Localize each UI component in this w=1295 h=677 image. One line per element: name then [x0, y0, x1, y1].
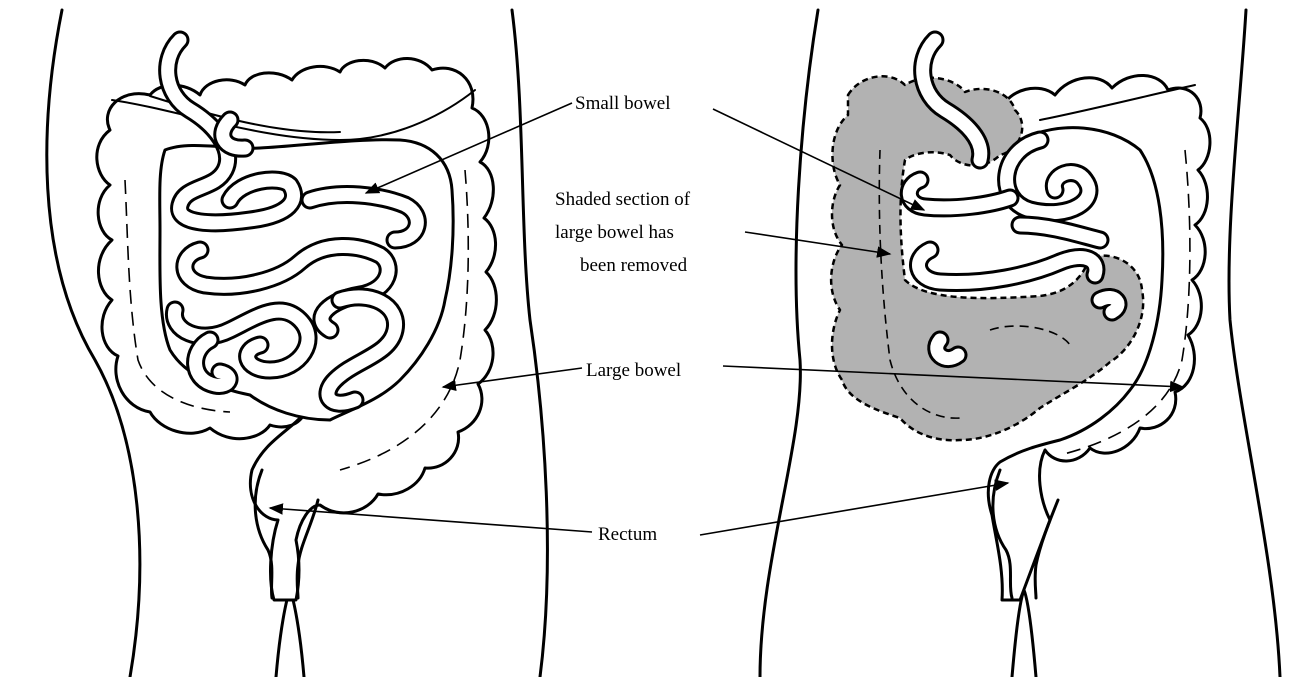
- label-shaded-line1: Shaded section of: [555, 189, 691, 210]
- arrow-rectum-right: [700, 483, 1008, 535]
- arrow-rectum-left: [270, 508, 592, 532]
- label-shaded-line3: been removed: [580, 255, 688, 276]
- left-leg-divide: [276, 590, 304, 677]
- right-figure: [760, 10, 1280, 677]
- label-shaded-line2: large bowel has: [555, 222, 674, 243]
- right-body-left-contour: [760, 10, 818, 677]
- label-large-bowel: Large bowel: [586, 360, 681, 381]
- left-figure: [47, 10, 548, 677]
- right-leg-divide: [1012, 590, 1036, 677]
- right-body-right-contour: [1229, 10, 1280, 677]
- label-small-bowel: Small bowel: [575, 93, 671, 114]
- label-rectum: Rectum: [598, 524, 657, 545]
- left-body-right-contour: [512, 10, 547, 677]
